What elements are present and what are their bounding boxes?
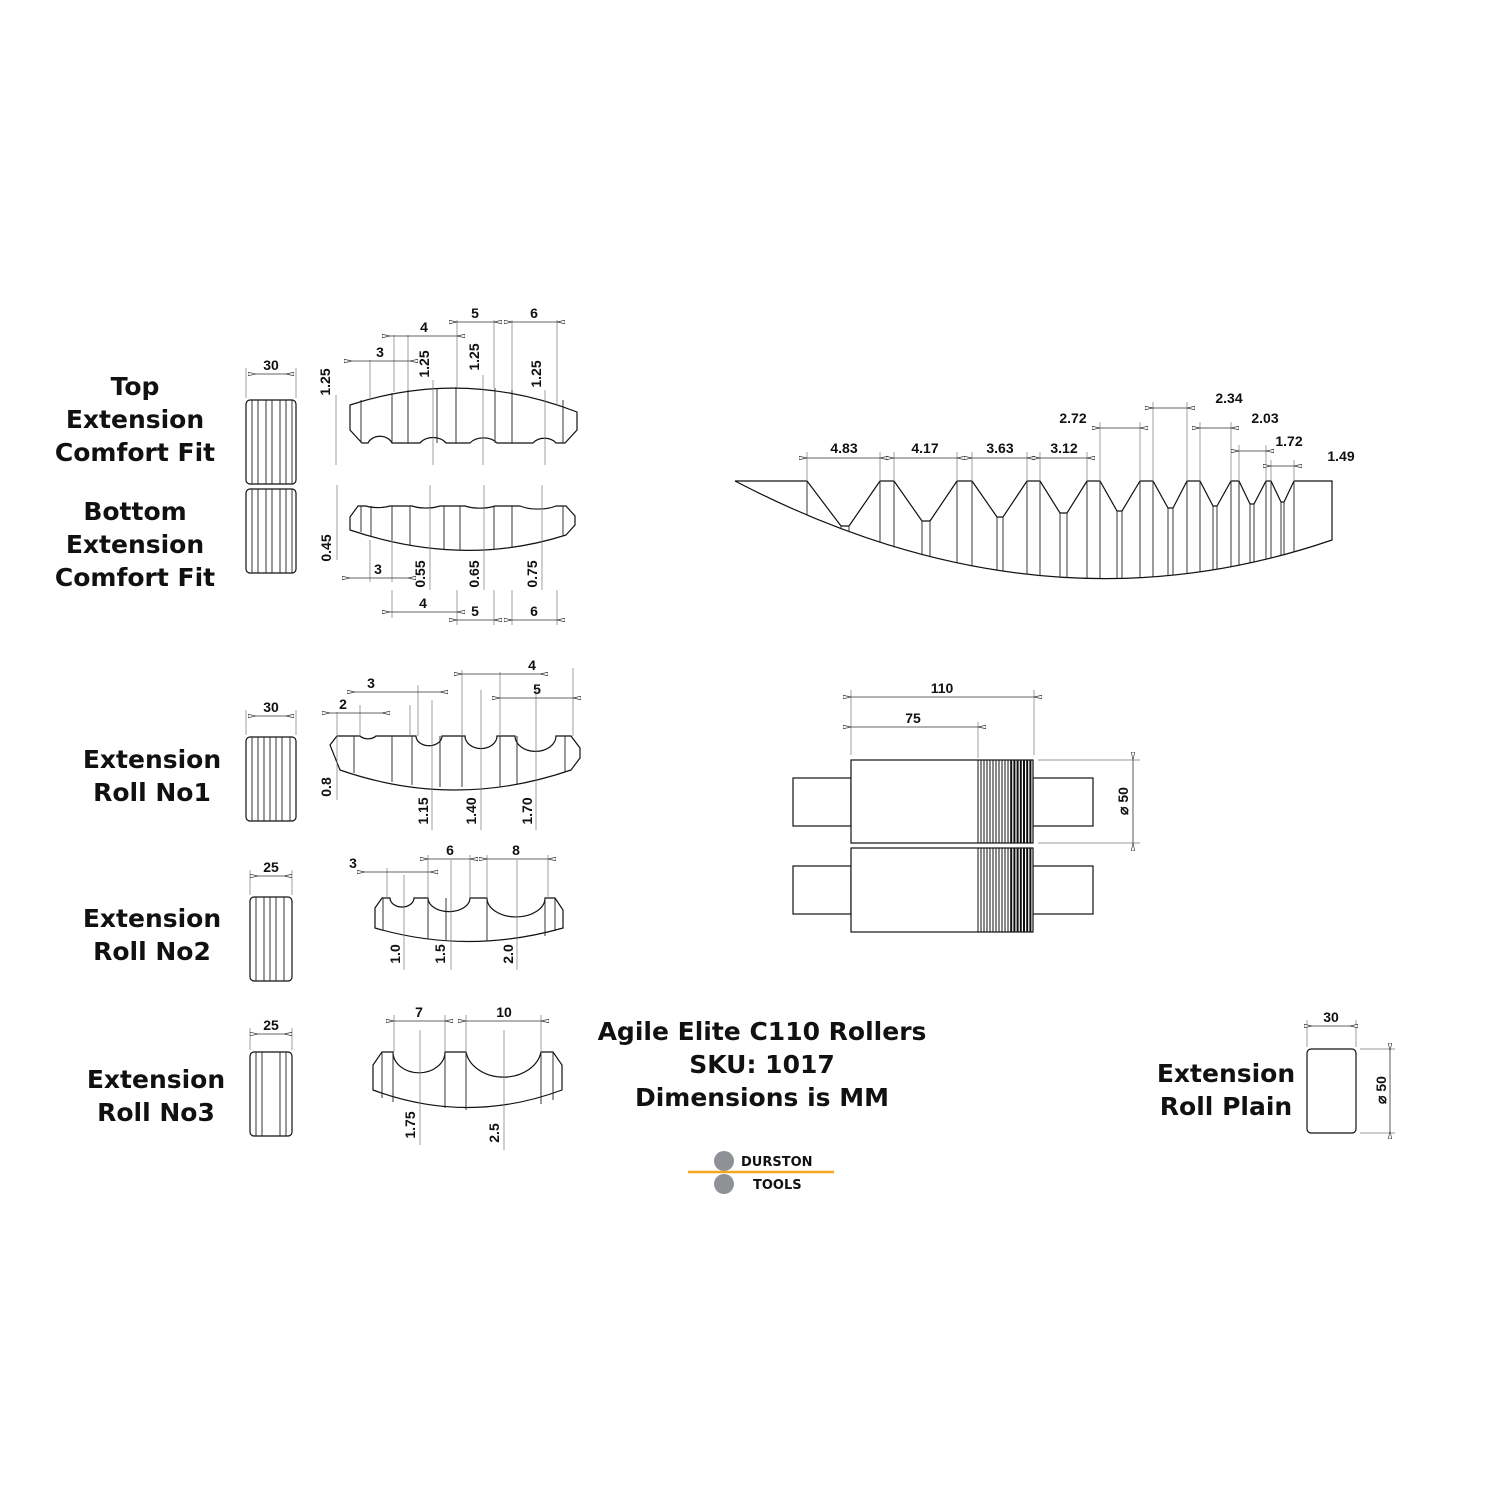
dim-width: 30 xyxy=(1323,1009,1339,1025)
dim-groove-depth: 1.75 xyxy=(402,1111,418,1138)
label-line: Extension xyxy=(83,745,221,774)
drawing-title: Agile Elite C110 Rollers SKU: 1017 Dimen… xyxy=(598,1017,927,1112)
logo-text-tools: TOOLS xyxy=(753,1178,802,1193)
dim-groove-width: 10 xyxy=(496,1004,512,1020)
dim-diameter: ⌀ 50 xyxy=(1115,787,1131,815)
dim-groove-depth: 1.25 xyxy=(466,343,482,370)
dim-groove-width: 2 xyxy=(339,696,347,712)
roll-no3-profile: 7 10 1.75 2.5 xyxy=(372,1004,563,1150)
label-line: Comfort Fit xyxy=(55,438,215,467)
label-line: Roll No1 xyxy=(93,778,211,807)
dim-groove-depth: 1.25 xyxy=(317,368,333,395)
label-line: Extension xyxy=(1157,1059,1295,1088)
dim-groove-depth: 1.70 xyxy=(519,797,535,824)
label-line: Roll No2 xyxy=(93,937,211,966)
roll-plain: Extension Roll Plain 30 ⌀ 50 xyxy=(1157,1009,1395,1133)
dim-groove-width: 1.72 xyxy=(1275,433,1302,449)
label-line: Extension xyxy=(87,1065,225,1094)
dim-groove-width: 2.03 xyxy=(1251,410,1278,426)
dim-width: 30 xyxy=(263,357,279,373)
dim-groove-width: 1.49 xyxy=(1327,448,1354,464)
label-roll-no2: Extension Roll No2 xyxy=(83,904,221,966)
label-line: Top xyxy=(111,372,160,401)
dim-groove-depth: 0.8 xyxy=(318,777,334,797)
dim-groove-width: 3.63 xyxy=(986,440,1013,456)
dim-groove-width: 5 xyxy=(533,681,541,697)
dim-groove-width: 8 xyxy=(512,842,520,858)
label-top-comfort-fit: Top Extension Comfort Fit xyxy=(55,372,215,467)
dim-groove-depth: 0.65 xyxy=(466,560,482,587)
dim-groove-depth: 0.55 xyxy=(412,560,428,587)
label-line: Extension xyxy=(66,530,204,559)
logo-circle-top xyxy=(714,1151,734,1171)
dim-width: 30 xyxy=(263,699,279,715)
dim-groove-depth: 2.0 xyxy=(500,944,516,964)
bottom-comfort-side-view xyxy=(245,488,297,574)
dim-groove-width: 4.17 xyxy=(911,440,938,456)
dim-groove-depth: 1.5 xyxy=(432,944,448,964)
dim-roll-length: 75 xyxy=(905,710,921,726)
dim-groove-depth: 0.45 xyxy=(318,534,334,561)
dim-groove-width: 2.72 xyxy=(1059,410,1086,426)
dim-groove-width: 4 xyxy=(528,657,536,673)
dim-groove-width: 3.12 xyxy=(1050,440,1077,456)
logo-circle-bottom xyxy=(714,1174,734,1194)
dim-width: 25 xyxy=(263,1017,279,1033)
label-line: Extension xyxy=(83,904,221,933)
label-roll-no3: Extension Roll No3 xyxy=(87,1065,225,1127)
dim-groove-width: 4 xyxy=(419,595,427,611)
dim-groove-width: 3 xyxy=(376,344,384,360)
dim-groove-width: 6 xyxy=(530,603,538,619)
dim-width: 25 xyxy=(263,859,279,875)
dim-groove-depth: 2.5 xyxy=(486,1123,502,1143)
dim-groove-width: 3 xyxy=(367,675,375,691)
roller-assembly: 110 75 ⌀ 50 xyxy=(792,680,1140,933)
label-line: Extension xyxy=(66,405,204,434)
dim-groove-depth: 1.40 xyxy=(463,797,479,824)
dim-groove-width: 5 xyxy=(471,603,479,619)
top-comfort-side-view: 30 xyxy=(245,357,297,485)
dim-groove-depth: 1.15 xyxy=(415,797,431,824)
dim-groove-width: 4.83 xyxy=(830,440,857,456)
label-line: Comfort Fit xyxy=(55,563,215,592)
roll-no3-side-view: 25 xyxy=(249,1017,293,1137)
dim-groove-width: 6 xyxy=(446,842,454,858)
dim-groove-depth: 1.25 xyxy=(528,360,544,387)
upper-roller xyxy=(792,759,1094,844)
label-line: Roll Plain xyxy=(1160,1092,1292,1121)
roll-no1-profile: 2 3 4 5 0.8 1.15 1.40 1.70 xyxy=(318,657,580,830)
lower-roller xyxy=(792,847,1094,933)
dim-groove-width: 4 xyxy=(420,319,428,335)
label-line: Roll No3 xyxy=(97,1098,215,1127)
dim-diameter: ⌀ 50 xyxy=(1373,1076,1389,1104)
top-comfort-profile: 3 4 5 6 1.25 1.25 1.25 1.25 xyxy=(317,305,578,465)
dim-groove-depth: 0.75 xyxy=(524,560,540,587)
dim-groove-width: 7 xyxy=(415,1004,423,1020)
dim-groove-width: 3 xyxy=(374,561,382,577)
label-bottom-comfort-fit: Bottom Extension Comfort Fit xyxy=(55,497,215,592)
title-product: Agile Elite C110 Rollers xyxy=(598,1017,927,1046)
label-line: Bottom xyxy=(83,497,186,526)
label-roll-no1: Extension Roll No1 xyxy=(83,745,221,807)
title-units: Dimensions is MM xyxy=(635,1083,889,1112)
dim-groove-width: 3 xyxy=(349,855,357,871)
dim-groove-depth: 1.25 xyxy=(416,350,432,377)
v-groove-profile: 4.83 4.17 3.63 3.12 2.72 2.34 2.03 1.72 1.49 xyxy=(734,390,1355,580)
durston-tools-logo: DURSTON TOOLS xyxy=(688,1151,834,1194)
dim-groove-depth: 1.0 xyxy=(387,944,403,964)
dim-groove-width: 2.34 xyxy=(1215,390,1242,406)
roll-no1-side-view: 30 xyxy=(245,699,297,822)
logo-text-durston: DURSTON xyxy=(741,1155,813,1170)
roll-no2-side-view: 25 xyxy=(249,859,293,982)
dim-groove-width: 6 xyxy=(530,305,538,321)
roll-no2-profile: 3 6 8 1.0 1.5 2.0 xyxy=(349,842,564,970)
bottom-comfort-profile: 0.45 0.55 0.65 0.75 3 4 5 6 xyxy=(318,485,576,625)
title-sku: SKU: 1017 xyxy=(689,1050,835,1079)
dim-groove-width: 5 xyxy=(471,305,479,321)
dim-overall-length: 110 xyxy=(931,680,954,696)
